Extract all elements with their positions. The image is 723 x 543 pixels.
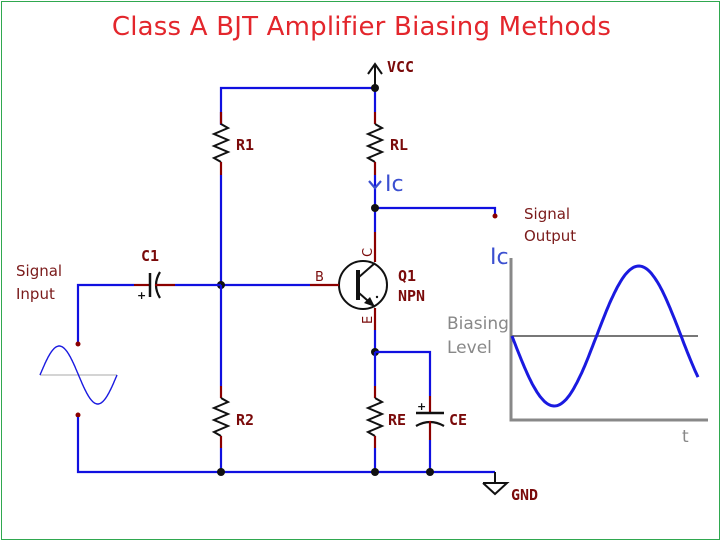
bias-label-1: Biasing (447, 314, 509, 334)
output-terminal (492, 213, 498, 219)
pin-c-label: C (361, 248, 376, 257)
vcc-label: VCC (387, 58, 414, 76)
collector-node (371, 204, 379, 212)
signal-input-label-1: Signal (16, 262, 62, 280)
ce-plus-sign: + (417, 400, 426, 413)
c1-plus-sign: + (137, 289, 146, 302)
bias-label-2: Level (447, 338, 492, 358)
signal-output-label-1: Signal (524, 205, 570, 223)
vcc-rail (219, 62, 383, 125)
q1-label: Q1 (398, 267, 416, 285)
graph-x-label: t (682, 427, 689, 447)
input-terminal-top (75, 341, 81, 347)
resistor-re (365, 352, 385, 472)
capacitor-c1 (76, 271, 221, 342)
pin-b-label: B (315, 270, 324, 285)
capacitor-ce (415, 396, 445, 472)
re-label: RE (388, 411, 406, 429)
rl-label: RL (390, 136, 408, 154)
ground-rail (217, 468, 510, 496)
graph-y-label: Ic (490, 245, 509, 270)
ic-label: Ic (385, 172, 404, 197)
r1-label: R1 (236, 136, 254, 154)
transistor-q1 (221, 232, 388, 352)
input-terminal-bottom (75, 412, 81, 418)
ce-label: CE (449, 411, 467, 429)
pin-e-label: E (361, 316, 376, 324)
signal-output-label-2: Output (524, 227, 576, 245)
graph-axes (509, 258, 708, 422)
r2-label: R2 (236, 411, 254, 429)
output-sine-wave (510, 264, 700, 408)
signal-input-label-2: Input (16, 285, 55, 303)
resistor-r2 (211, 285, 231, 472)
q1-type-label: NPN (398, 287, 425, 305)
input-sine-wave (39, 345, 118, 405)
resistor-rl (365, 112, 385, 232)
c1-label: C1 (141, 247, 159, 265)
ic-arrow-icon (368, 180, 382, 190)
diagram-title: Class A BJT Amplifier Biasing Methods (111, 12, 612, 42)
output-graph (509, 258, 708, 422)
resistor-r1 (211, 112, 231, 285)
gnd-label: GND (511, 486, 538, 504)
